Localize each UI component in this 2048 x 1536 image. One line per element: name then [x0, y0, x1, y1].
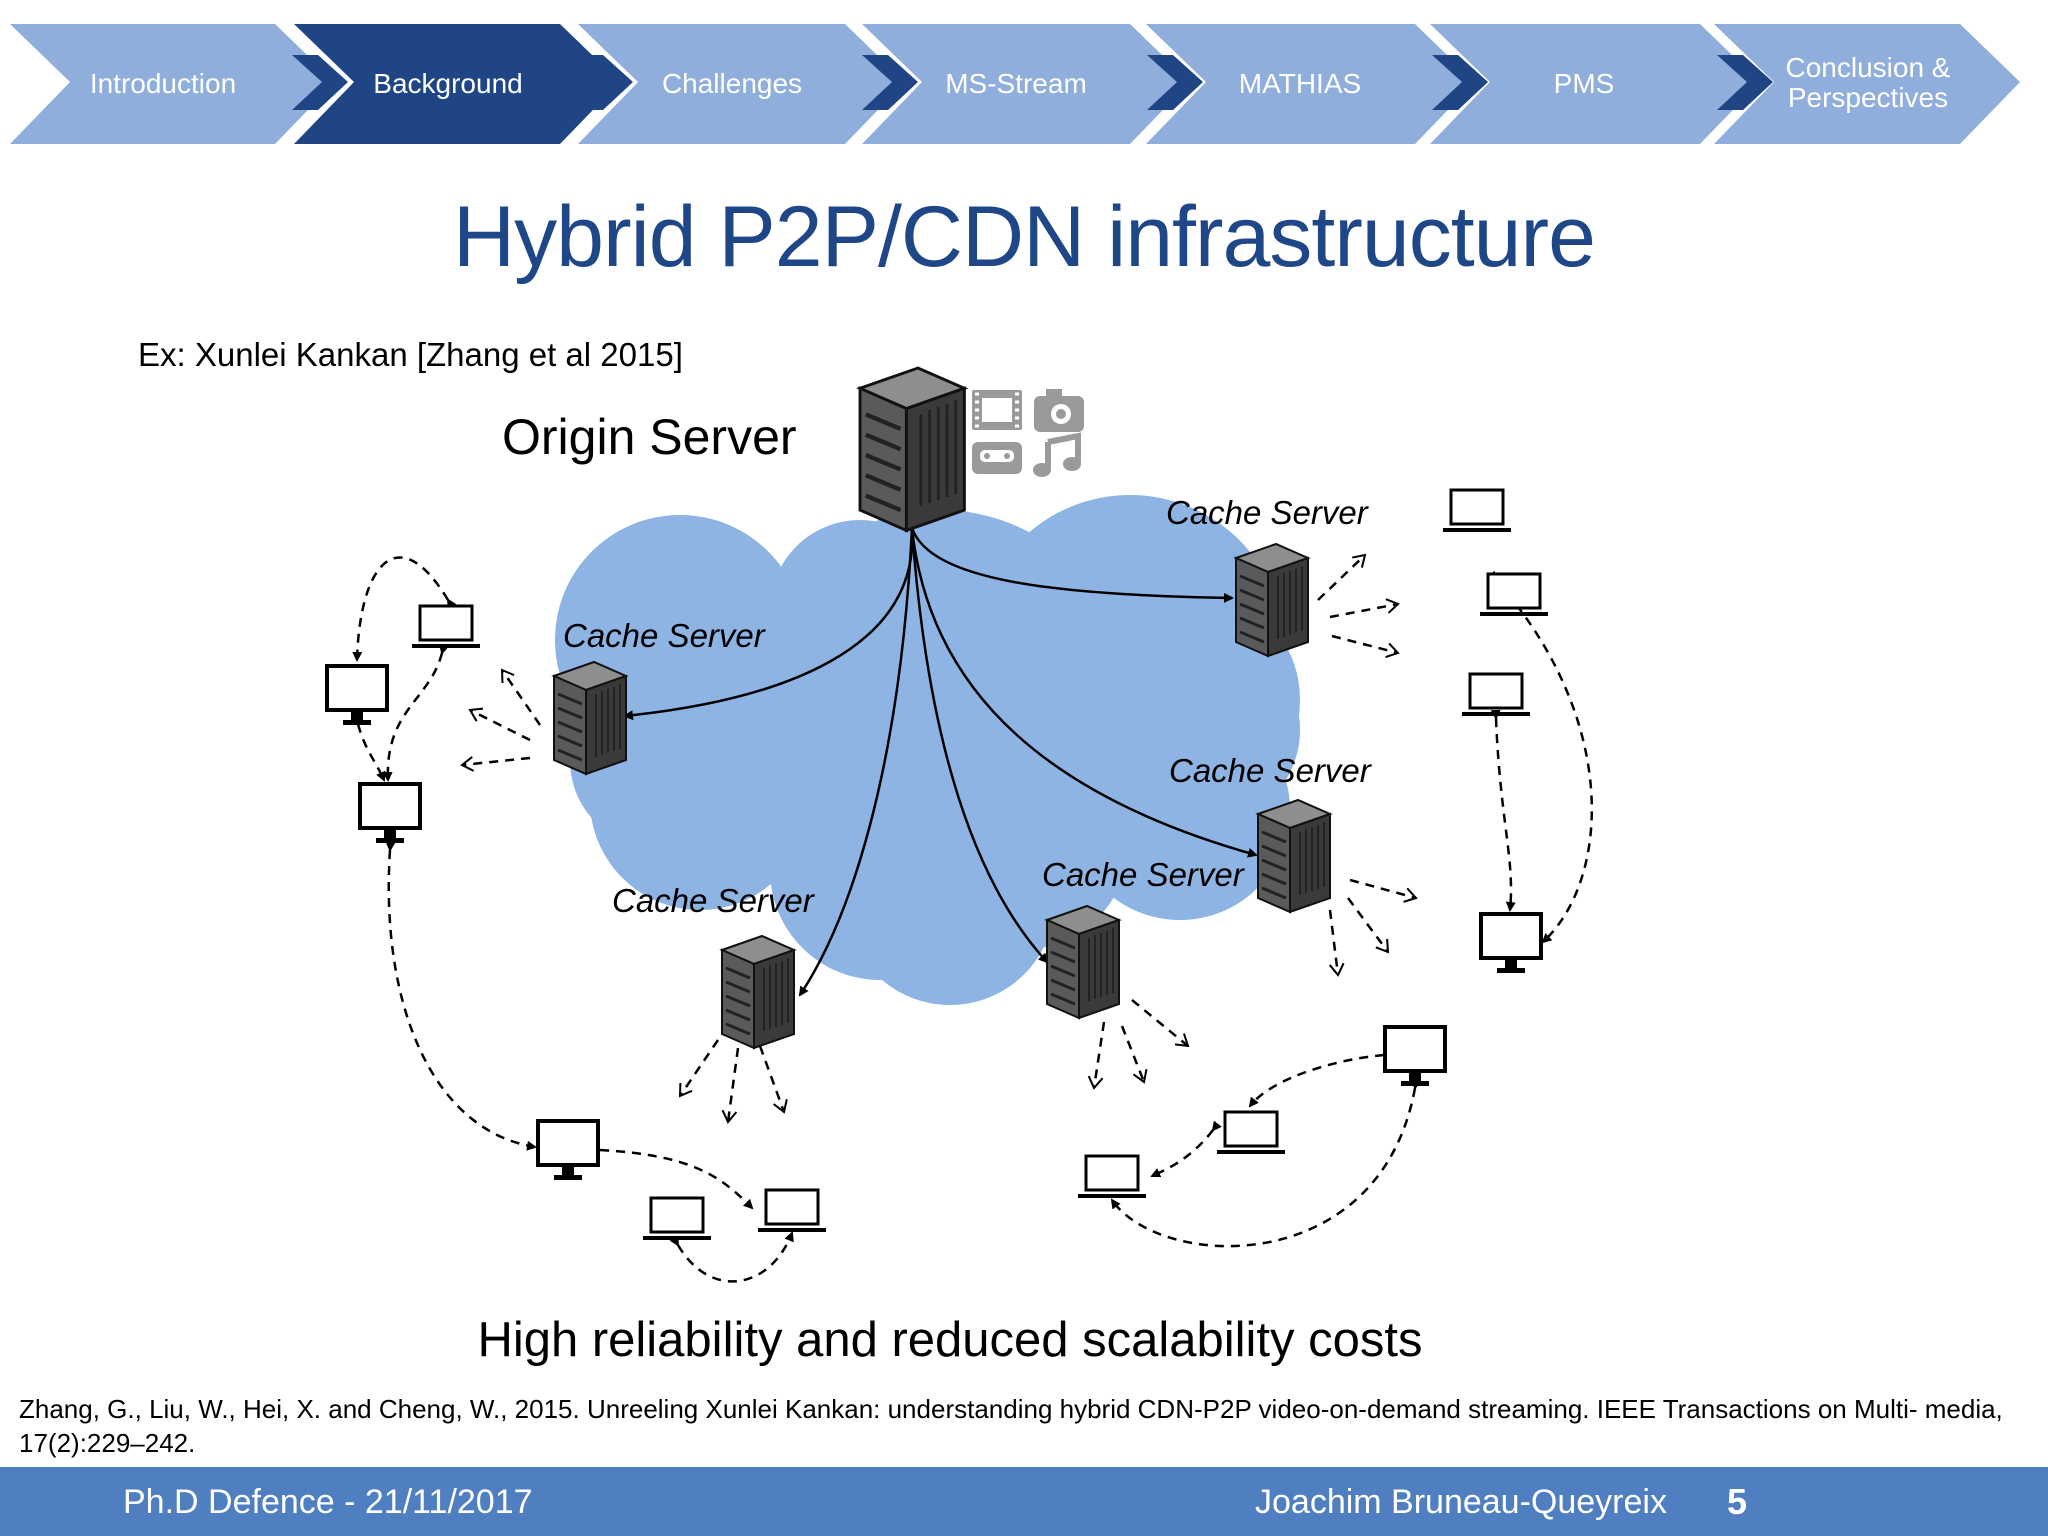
laptop-icon [641, 1196, 713, 1242]
cache-server-bottom-left [720, 934, 796, 1050]
nav-item-pms[interactable]: PMS [1430, 24, 1773, 144]
cache-server-label-bottom-right: Cache Server [1042, 856, 1244, 893]
laptop-icon [1215, 1110, 1287, 1156]
laptop-icon [1076, 1154, 1148, 1200]
laptop-icon [1478, 572, 1550, 618]
cache-server-left [552, 660, 628, 776]
laptop-icon [410, 604, 482, 650]
camera-icon [1034, 389, 1084, 432]
media-icons [972, 389, 1084, 477]
reference-citation: Zhang, G., Liu, W., Hei, X. and Cheng, W… [19, 1394, 2003, 1458]
cache-server-label-left: Cache Server [563, 617, 765, 654]
music-note-icon [1033, 432, 1081, 477]
cache-server-label-top-right: Cache Server [1166, 494, 1368, 531]
desktop-icon [1383, 1025, 1447, 1088]
desktop-icon [1479, 912, 1543, 975]
p2p-links [351, 556, 1593, 1283]
nav-item-conclusion[interactable]: Conclusion & Perspectives [1714, 24, 2020, 144]
page-number: 5 [1727, 1481, 1748, 1522]
footer-event: Ph.D Defence - 21/11/2017 [123, 1483, 533, 1521]
nav-item-background[interactable]: Background [294, 24, 633, 144]
origin-distribution-arrows [623, 527, 1258, 997]
slide-subtitle: Ex: Xunlei Kankan [Zhang et al 2015] [138, 336, 683, 373]
cache-server-label-right: Cache Server [1169, 752, 1371, 789]
footer-bar: Ph.D Defence - 21/11/2017 Joachim Brunea… [0, 1467, 2048, 1536]
nav-item-challenges[interactable]: Challenges [578, 24, 918, 144]
desktop-icon [536, 1119, 600, 1182]
section-navigation: Introduction Background Challenges MS-St… [10, 24, 2020, 144]
nav-label: MATHIAS [1239, 68, 1361, 99]
nav-label: Conclusion & [1786, 52, 1951, 83]
origin-server [860, 368, 964, 530]
nav-label-line2: Perspectives [1788, 82, 1948, 113]
cache-server-top-right [1234, 542, 1310, 658]
cassette-icon [972, 442, 1022, 474]
laptop-icon [756, 1188, 828, 1234]
cache-server-bottom-right [1045, 904, 1121, 1020]
cache-delivery-arrows [460, 553, 1418, 1124]
origin-server-label: Origin Server [502, 409, 797, 465]
nav-label: Background [373, 68, 522, 99]
nav-item-mathias[interactable]: MATHIAS [1146, 24, 1488, 144]
nav-label: MS-Stream [945, 68, 1087, 99]
slide-title: Hybrid P2P/CDN infrastructure [453, 189, 1596, 285]
nav-label: PMS [1554, 68, 1615, 99]
footer-author: Joachim Bruneau-Queyreix [1255, 1483, 1667, 1521]
nav-item-ms-stream[interactable]: MS-Stream [862, 24, 1203, 144]
cache-server-right [1256, 798, 1332, 914]
film-icon [972, 390, 1022, 430]
cdn-cloud [555, 495, 1300, 1005]
nav-label: Introduction [90, 68, 236, 99]
desktop-icon [325, 664, 389, 727]
conclusion-text: High reliability and reduced scalability… [477, 1313, 1423, 1367]
nav-label: Challenges [662, 68, 802, 99]
cache-server-label-bottom-left: Cache Server [612, 882, 814, 919]
desktop-icon [358, 782, 422, 845]
nav-item-introduction[interactable]: Introduction [10, 24, 348, 144]
laptop-icon [1460, 672, 1532, 718]
laptop-icon [1441, 488, 1513, 534]
